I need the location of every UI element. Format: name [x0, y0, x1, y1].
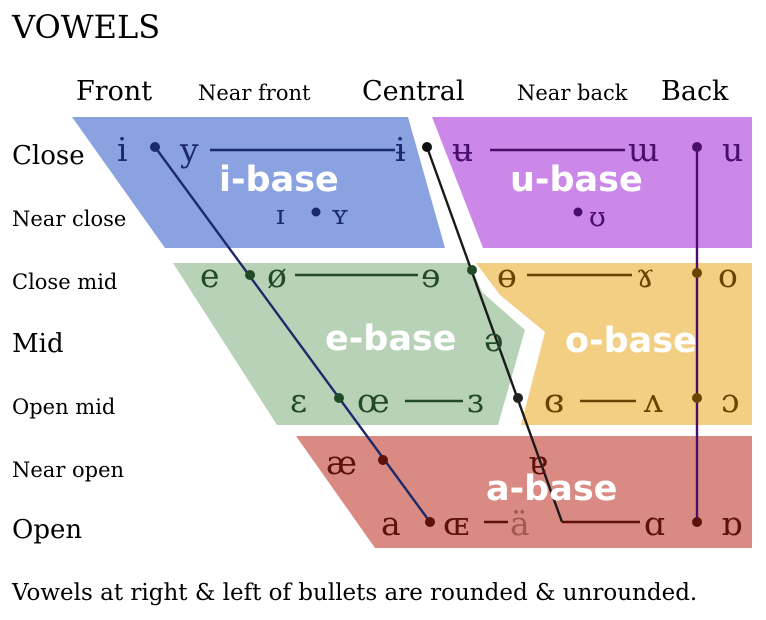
vowel-a: a	[381, 504, 401, 543]
chart-bullets	[150, 142, 702, 527]
vowel-rev-e: ɘ	[421, 256, 441, 295]
bullet	[150, 142, 160, 152]
o-base-label: o-base	[565, 321, 697, 361]
o-base-region	[476, 263, 752, 425]
vowel-rev-epsilon: ɜ	[467, 381, 484, 420]
col-central: Central	[362, 76, 465, 107]
vowel-rams-horn: ɤ	[636, 256, 655, 295]
bullet	[467, 265, 477, 275]
vowel-ae: æ	[326, 443, 357, 482]
vowel-turned-a: ɐ	[528, 443, 548, 482]
vowel-epsilon: ɛ	[290, 381, 307, 420]
bullet	[311, 207, 321, 217]
vowel-u-bar: ʉ	[452, 130, 473, 169]
u-base-label: u-base	[510, 160, 643, 200]
vowel-e: e	[200, 256, 220, 295]
col-back: Back	[661, 76, 729, 107]
chart-title: VOWELS	[11, 8, 160, 46]
footer-note: Vowels at right & left of bullets are ro…	[11, 580, 697, 606]
vowel-script-a: ɑ	[644, 504, 665, 543]
vowel-small-cap-i: ɪ	[276, 200, 285, 231]
vowel-small-cap-oe: ɶ	[443, 504, 469, 543]
row-close: Close	[12, 141, 85, 171]
vowel-schwa: ə	[484, 320, 504, 359]
bullet	[692, 142, 702, 152]
row-near-open: Near open	[12, 458, 124, 482]
vowel-small-cap-y: ʏ	[331, 200, 349, 231]
a-base-label: a-base	[486, 469, 617, 509]
a-base-region	[296, 436, 752, 548]
col-near-back: Near back	[517, 81, 628, 105]
vowel-turned-m: ɯ	[628, 130, 659, 169]
row-open-mid: Open mid	[12, 395, 115, 419]
i-base-label: i-base	[219, 160, 339, 200]
vowel-i: i	[117, 130, 128, 169]
bullet	[692, 268, 702, 278]
bullet	[513, 393, 523, 403]
bullet	[422, 142, 432, 152]
bullet	[573, 207, 583, 217]
col-front: Front	[76, 76, 152, 107]
bullet	[245, 270, 255, 280]
col-near-front: Near front	[198, 81, 311, 105]
e-base-region	[173, 263, 525, 425]
vowel-a-under: ä	[510, 504, 530, 543]
vowel-open-o: ɔ	[721, 381, 739, 420]
vowel-y: y	[179, 130, 199, 169]
row-open: Open	[12, 515, 82, 545]
row-near-close: Near close	[12, 207, 126, 231]
vowel-closed-rev-epsilon: ɞ	[544, 381, 564, 420]
bullet	[425, 517, 435, 527]
bullet	[378, 455, 388, 465]
vowel-barred-o: ɵ	[497, 256, 517, 295]
vowel-o-slash: ø	[267, 256, 287, 295]
bullet	[334, 393, 344, 403]
vowel-turned-v: ʌ	[643, 381, 663, 420]
vowel-u: u	[722, 130, 743, 169]
vowel-turned-script-a: ɒ	[721, 504, 742, 543]
row-mid: Mid	[12, 329, 64, 359]
vowel-o: o	[718, 256, 738, 295]
vowel-oe: œ	[357, 381, 390, 420]
vowel-upsilon: ʊ	[589, 202, 606, 233]
vowel-i-bar: ɨ	[395, 130, 406, 169]
bullet	[692, 393, 702, 403]
row-close-mid: Close mid	[12, 270, 117, 294]
bullet	[692, 517, 702, 527]
e-base-label: e-base	[325, 319, 457, 359]
